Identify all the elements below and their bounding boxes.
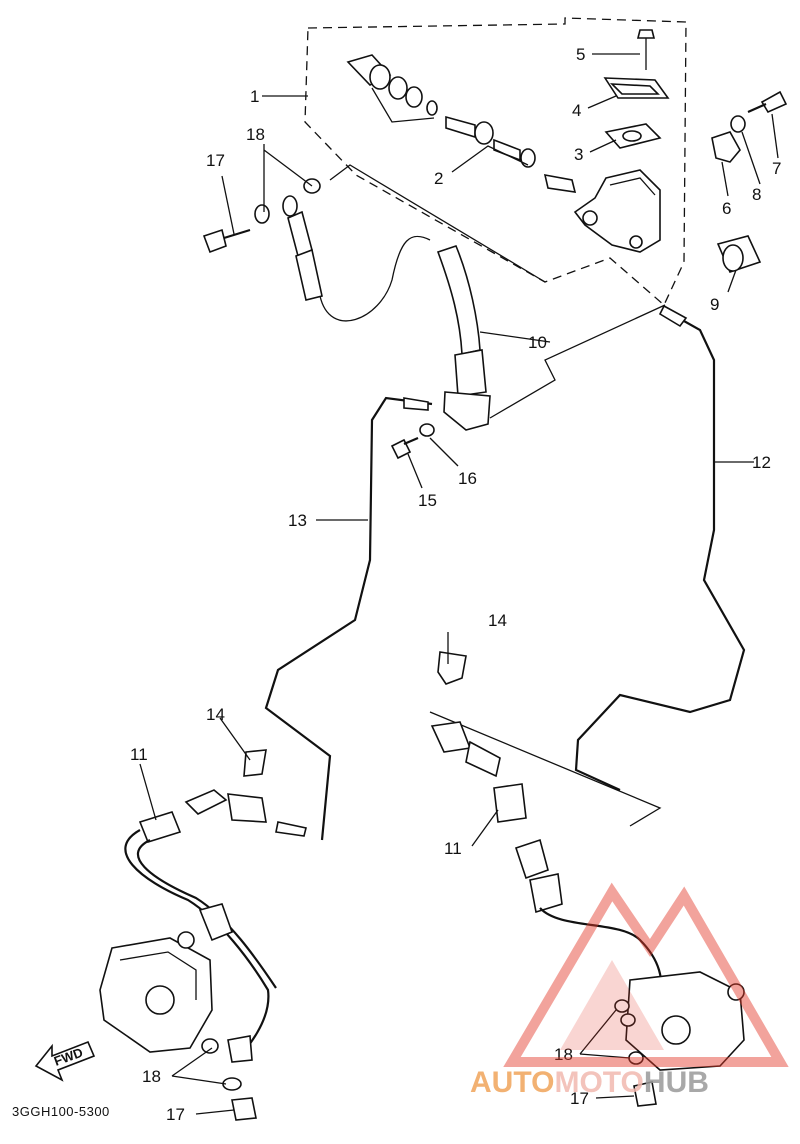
- callout-labels: 1 2 3 4 5 6 7 8 9 10 11 11 12 13 14 14 1…: [130, 45, 781, 1124]
- callout-17-top: 17: [206, 151, 225, 170]
- brake-pipe-12: [574, 304, 746, 792]
- callout-5: 5: [576, 45, 585, 64]
- union-bolt-lower-left: [222, 1077, 257, 1121]
- holder-and-boot: [711, 90, 788, 273]
- callout-15: 15: [418, 491, 437, 510]
- callout-8: 8: [752, 185, 761, 204]
- callout-10: 10: [528, 333, 547, 352]
- callout-13: 13: [288, 511, 307, 530]
- master-cylinder-body: [573, 169, 661, 253]
- brake-caliper-left: [99, 931, 219, 1054]
- reference-lines: [329, 164, 666, 827]
- callout-1: 1: [250, 87, 259, 106]
- callout-3: 3: [574, 145, 583, 164]
- fwd-arrow: FWD: [34, 1040, 96, 1082]
- callout-11-left: 11: [130, 745, 148, 764]
- brake-pipe-13: [264, 396, 433, 841]
- brake-hose-11-left: [124, 789, 277, 1063]
- callout-12: 12: [752, 453, 771, 472]
- piston-kit: [346, 54, 577, 193]
- master-cylinder-kit-boundary: [304, 17, 687, 307]
- brake-hose-upper: [282, 195, 431, 322]
- brake-hose-10: [436, 245, 491, 431]
- joint-bolt: [390, 423, 435, 460]
- callout-7: 7: [772, 159, 781, 178]
- callout-14-left: 14: [206, 705, 225, 724]
- callout-4: 4: [572, 101, 581, 120]
- watermark-triangle-inner: [560, 960, 664, 1050]
- callout-2: 2: [434, 169, 443, 188]
- drawing-code: 3GGH100-5300: [12, 1104, 110, 1119]
- brake-caliper-right: [614, 971, 745, 1107]
- callout-18-top: 18: [246, 125, 265, 144]
- reservoir-parts: [603, 29, 670, 149]
- clips: [243, 651, 467, 777]
- watermark-triangle-outer: [503, 882, 789, 1067]
- callout-17-bottom-right: 17: [570, 1089, 589, 1108]
- callout-18-bottom-left: 18: [142, 1067, 161, 1086]
- callout-6: 6: [722, 199, 731, 218]
- callout-14-right: 14: [488, 611, 507, 630]
- callout-9: 9: [710, 295, 719, 314]
- watermark-text: AUTOMOTOHUB: [470, 1066, 709, 1099]
- brake-hose-11-right: [430, 721, 663, 1001]
- callout-17-bottom-left: 17: [166, 1105, 185, 1124]
- callout-18-bottom-right: 18: [554, 1045, 573, 1064]
- automotohub-watermark: AUTOMOTOHUB: [470, 882, 789, 1099]
- callout-11-right: 11: [444, 839, 462, 858]
- callout-leaders: [139, 53, 779, 1115]
- callout-16: 16: [458, 469, 477, 488]
- union-bolt-upper: [202, 178, 321, 254]
